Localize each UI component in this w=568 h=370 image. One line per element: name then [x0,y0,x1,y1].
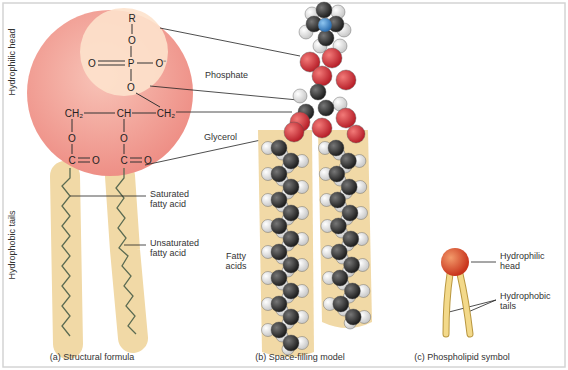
atom-symbol: O [68,133,76,144]
atom-sphere [310,84,326,100]
atom-sphere [318,100,334,116]
atom-sphere [344,257,360,273]
part-label: Hydrophilic head [500,252,554,272]
panel-caption: (b) Space-filling model [255,353,345,363]
atom-sphere [283,205,299,221]
panel-caption: (c) Phospholipid symbol [414,353,510,363]
atom-sphere [331,244,347,260]
atom-sphere [330,192,346,208]
atom-sphere [293,89,307,103]
structural-formula [27,8,193,344]
frame [3,3,565,367]
atom-symbol: O [144,155,152,166]
region-label: Hydrophilic head [8,28,18,95]
atom-sphere [283,257,299,273]
part-label: Glycerol [204,133,237,143]
part-label: Unsaturated fatty acid [150,239,212,259]
atom-sphere [332,270,348,286]
atom-symbol: O⁻ [156,58,167,69]
atom-sphere [342,205,358,221]
atom-symbol: O [127,82,135,93]
atom-symbol: C [68,155,75,166]
atom-sphere [336,108,356,128]
atom-sphere [329,166,345,182]
atom-sphere [283,335,299,351]
atom-symbol: O [92,155,100,166]
atom-sphere [343,231,359,247]
atom-sphere [322,48,342,68]
atom-sphere [328,140,344,156]
atom-sphere [271,218,287,234]
atom-sphere [283,283,299,299]
atom-sphere [271,192,287,208]
atom-sphere [271,244,287,260]
phospholipid-symbol [441,248,470,334]
atom-sphere [333,296,349,312]
atom-sphere [318,30,334,46]
atom-symbol: R [128,13,135,24]
space-filling-model [258,2,372,357]
part-label: Fatty acids [218,252,254,272]
atom-sphere [271,296,287,312]
atom-symbol: P [128,58,135,69]
atom-sphere [271,270,287,286]
atom-sphere [318,18,332,32]
atom-sphere [347,125,365,143]
atom-sphere [312,66,332,86]
panel-caption: (a) Structural formula [50,353,135,363]
atom-sphere [283,309,299,325]
atom-symbol: CH [117,108,131,119]
part-label: Hydrophobic tails [500,292,558,312]
atom-sphere [271,140,287,156]
leader-lines [70,28,496,312]
atom-sphere [344,283,360,299]
region-label: Hydrophobic tails [8,210,18,279]
atom-sphere [283,179,299,195]
atom-sphere [312,118,332,138]
atom-sphere [271,166,287,182]
atom-sphere [283,231,299,247]
atom-sphere [271,322,287,338]
part-label: Saturated fatty acid [150,190,208,210]
atom-sphere [283,153,299,169]
atom-sphere [330,218,346,234]
atom-symbol: O [120,133,128,144]
atom-sphere [336,70,356,90]
atom-sphere [345,309,361,325]
atom-symbol: O [88,58,96,69]
atom-symbol: C [120,155,127,166]
part-label: Phosphate [205,71,248,81]
atom-sphere [340,153,356,169]
atom-symbol: CH₂ [157,108,175,119]
atom-sphere [341,179,357,195]
atom-sphere [284,122,304,142]
atom-symbol: CH₂ [65,108,83,119]
atom-symbol: O [128,35,136,46]
atom-sphere [316,2,332,18]
